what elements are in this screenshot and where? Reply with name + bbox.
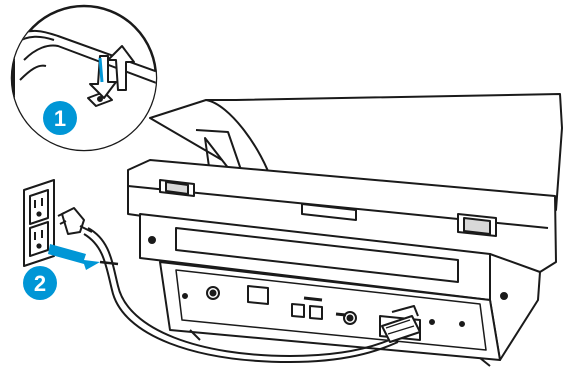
network-port: [292, 304, 304, 317]
step-badge-2: 2: [23, 266, 57, 300]
power-switch-zoom-inset: [12, 6, 180, 160]
step-number-2: 2: [34, 271, 46, 296]
usb-port: [310, 306, 322, 319]
power-plug-icon: [58, 208, 92, 234]
printer-illustration: [128, 94, 562, 366]
unplug-arrow: [48, 244, 100, 270]
step-badge-1: 1: [43, 101, 77, 135]
step-number-1: 1: [54, 106, 66, 131]
